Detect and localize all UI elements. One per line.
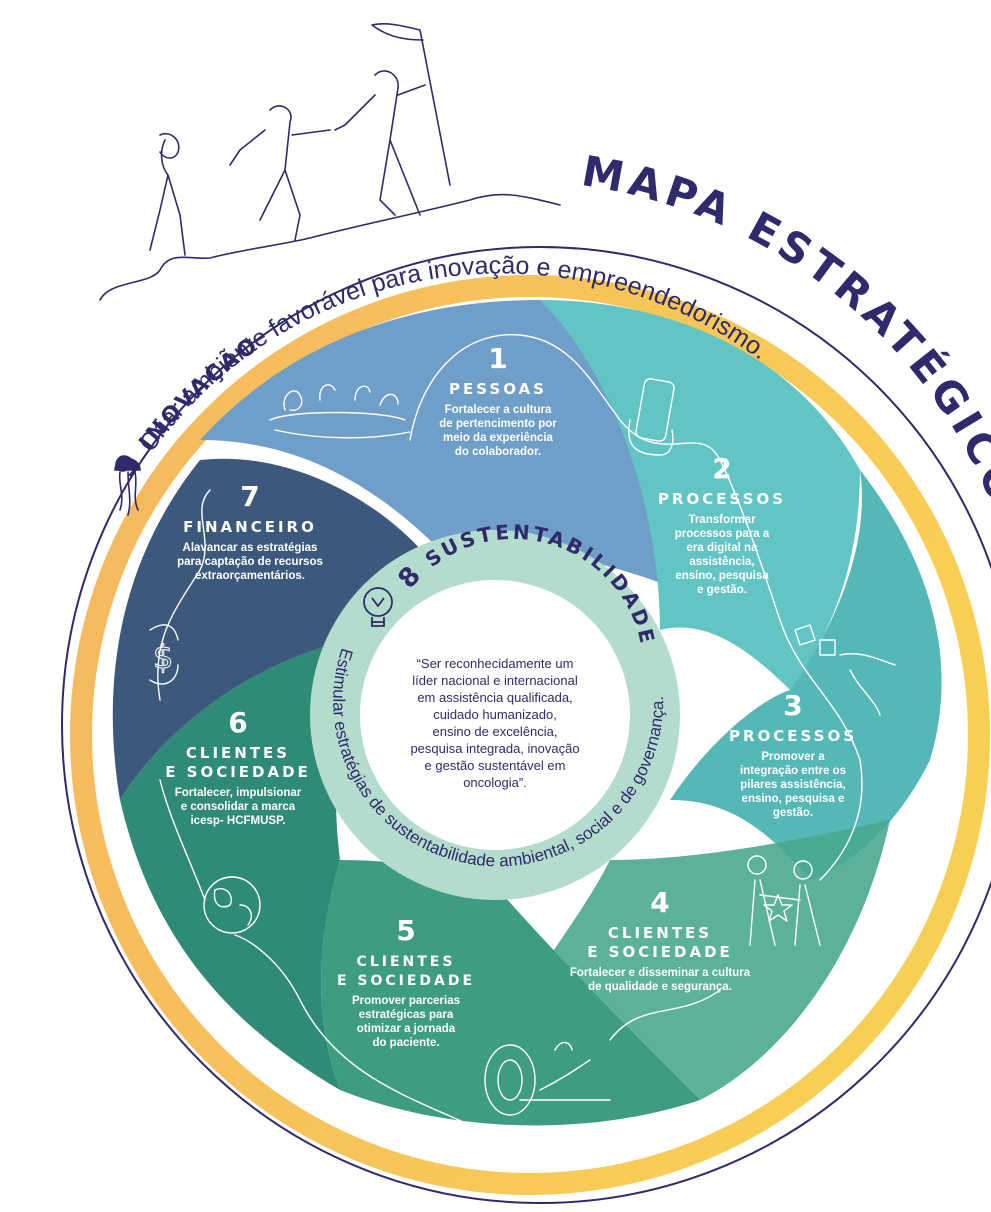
section-description: Promover a [761,751,825,763]
section-description: de pertencimento por [439,418,557,430]
section-title: PROCESSOS [729,727,857,745]
quote-line: “Ser reconhecidamente um [417,656,574,671]
section-3-blade [670,470,942,880]
patient-scanner-icon [484,1041,611,1116]
section-number: 4 [650,886,669,919]
quote-line: em assistência qualificada, [417,690,572,705]
section-description: otimizar a jornada [357,1023,456,1035]
section-title: CLIENTES [608,924,712,942]
section-description: assistência, [689,556,754,568]
section-title: CLIENTES [186,744,290,762]
section-number: 2 [712,452,731,485]
section-number: 3 [783,689,802,722]
section-description: Promover parcerias [352,995,460,1007]
section-6-blade [120,640,350,1090]
section-number: 5 [396,914,415,947]
section-title: PESSOAS [449,380,547,398]
pinwheel [112,300,942,1126]
section-description: Alavancar as estratégias [183,542,318,554]
section-description: era digital na [687,542,759,554]
section-title: FINANCEIRO [183,518,317,536]
quote-line: cuidado humanizado, [433,707,557,722]
section-title: CLIENTES [357,954,456,970]
climbers-flag-icon [99,23,561,301]
outer-thin-ring [61,246,991,1204]
svg-text:$: $ [153,638,173,676]
section-description: do colaborador. [455,446,541,458]
quote-line: pesquisa integrada, inovação [410,741,579,756]
section-description: processos para a [675,528,770,540]
quote-line: oncologia”. [463,775,527,790]
section-1-blade [200,300,680,590]
section-description: gestão. [773,807,813,819]
section-description: extraorçamentários. [195,570,305,582]
section-description: icesp- HCFMUSP. [190,815,285,827]
section-description: pilares assistência, [740,779,845,791]
section-description: Fortalecer, impulsionar [175,787,302,799]
section-description: de qualidade e segurança. [588,981,732,993]
puzzle-hand-icon [794,624,896,716]
section-description: estratégicas para [359,1009,454,1021]
handshake-star-icon [747,855,821,946]
section-description: ensino, pesquisa e [742,793,845,805]
section-description: Fortalecer e disseminar a cultura [570,967,751,979]
people-meeting-icon [269,384,411,439]
section-description: e consolidar a marca [181,801,296,813]
section-description: e gestão. [697,584,747,596]
quote-line: líder nacional e internacional [412,673,578,688]
globe-icon [203,876,261,934]
section-description: do paciente. [372,1037,439,1049]
section-number: 1 [488,342,507,375]
jellyfish-icon [114,457,141,516]
section-title: E SOCIEDADE [337,973,475,989]
section-number: 6 [228,706,247,739]
section-title: E SOCIEDADE [587,943,733,961]
section-title: E SOCIEDADE [165,763,311,781]
section-description: para captação de recursos [177,556,323,568]
section-description: Fortalecer a cultura [445,404,552,416]
mission-quote: “Ser reconhecidamente um líder nacional e… [410,656,579,790]
quote-line: e gestão sustentável em [425,758,566,773]
section-description: Transformar [688,514,756,526]
section-description: integração entre os [740,765,846,777]
section-7-blade [112,458,430,800]
section-title: PROCESSOS [658,490,786,508]
center-circle [360,580,630,850]
lightbulb-icon [363,587,393,627]
connector-line [157,334,863,1131]
section-description: meio da experiência [443,432,554,444]
section-2-blade [540,300,860,690]
section-description: ensino, pesquisa [675,570,769,582]
phone-in-hand-icon [628,378,675,456]
section-5-blade [321,860,700,1126]
quote-line: ensino de excelência, [432,724,557,739]
section-number: 7 [240,480,259,513]
